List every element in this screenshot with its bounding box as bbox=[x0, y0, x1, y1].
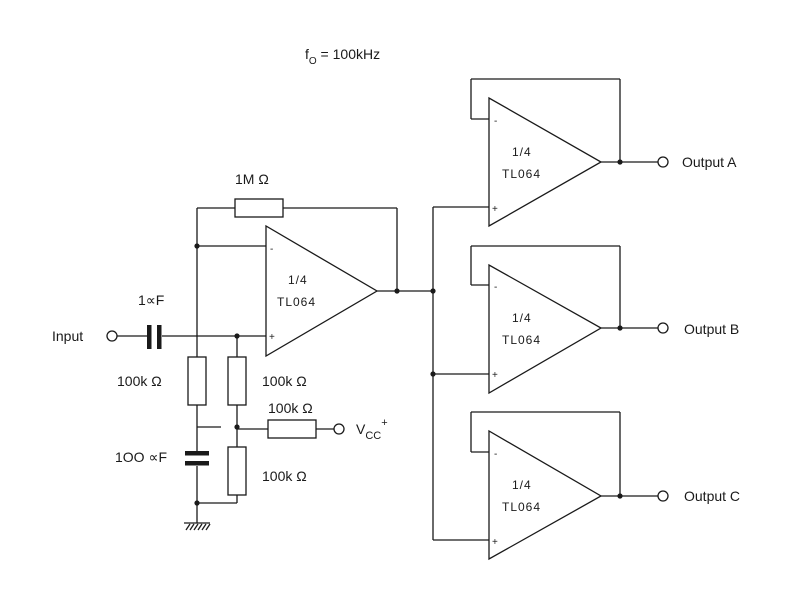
junction-dot bbox=[394, 288, 400, 294]
buffer-c-plus-pin: + bbox=[492, 537, 498, 548]
input-capacitor bbox=[147, 325, 162, 349]
junction-dot bbox=[194, 500, 200, 506]
feedback-resistor bbox=[234, 198, 284, 218]
output-a-terminal bbox=[657, 156, 669, 168]
input-label: Input bbox=[52, 328, 83, 344]
bias-resistor-bottom-label: 100k Ω bbox=[262, 468, 307, 484]
buffer-c-opamp bbox=[488, 429, 603, 561]
vcc-terminal bbox=[333, 423, 345, 435]
bias-resistor-left bbox=[187, 356, 207, 406]
bias-resistor-right bbox=[227, 356, 247, 406]
buffer-b-minus-pin: - bbox=[494, 282, 497, 293]
ground-icon bbox=[184, 522, 211, 531]
frequency-title: fO = 100kHz bbox=[305, 46, 380, 67]
input-capacitor-label: 1∝F bbox=[138, 292, 164, 308]
junction-dot bbox=[617, 159, 623, 165]
junction-dot bbox=[617, 325, 623, 331]
bias-resistor-right-label: 100k Ω bbox=[262, 373, 307, 389]
junction-dot bbox=[194, 243, 200, 249]
buffer-c-minus-pin: - bbox=[494, 449, 497, 460]
buffer-b-part: TL064 bbox=[502, 333, 541, 347]
buffer-c-fraction: 1/4 bbox=[512, 478, 532, 492]
feedback-resistor-label: 1M Ω bbox=[235, 171, 269, 187]
buffer-b-plus-pin: + bbox=[492, 370, 498, 381]
junction-dot bbox=[234, 424, 240, 430]
junction-dot bbox=[617, 493, 623, 499]
buffer-c-part: TL064 bbox=[502, 500, 541, 514]
output-b-label: Output B bbox=[684, 321, 739, 337]
vcc-label: VCC+ bbox=[356, 417, 388, 442]
buffer-b-fraction: 1/4 bbox=[512, 311, 532, 325]
buffer-a-minus-pin: - bbox=[494, 116, 497, 127]
junction-dot bbox=[430, 371, 436, 377]
bias-capacitor bbox=[185, 451, 209, 466]
buffer-a-fraction: 1/4 bbox=[512, 145, 532, 159]
vcc-resistor-label: 100k Ω bbox=[268, 400, 313, 416]
buffer-a-part: TL064 bbox=[502, 167, 541, 181]
bias-resistor-bottom bbox=[227, 446, 247, 496]
output-c-terminal bbox=[657, 490, 669, 502]
opamp-main-fraction: 1/4 bbox=[288, 273, 308, 287]
vcc-resistor bbox=[267, 419, 317, 439]
opamp-main-plus-pin: + bbox=[269, 332, 275, 343]
input-terminal bbox=[106, 330, 118, 342]
buffer-a-plus-pin: + bbox=[492, 204, 498, 215]
opamp-main-part: TL064 bbox=[277, 295, 316, 309]
output-b-terminal bbox=[657, 322, 669, 334]
output-a-label: Output A bbox=[682, 154, 737, 170]
output-c-label: Output C bbox=[684, 488, 740, 504]
bias-resistor-left-label: 100k Ω bbox=[117, 373, 162, 389]
bias-capacitor-label: 1OO ∝F bbox=[115, 449, 167, 465]
opamp-main bbox=[265, 224, 379, 358]
opamp-main-minus-pin: - bbox=[270, 244, 273, 255]
buffer-a-opamp bbox=[488, 96, 603, 228]
buffer-b-opamp bbox=[488, 263, 603, 395]
